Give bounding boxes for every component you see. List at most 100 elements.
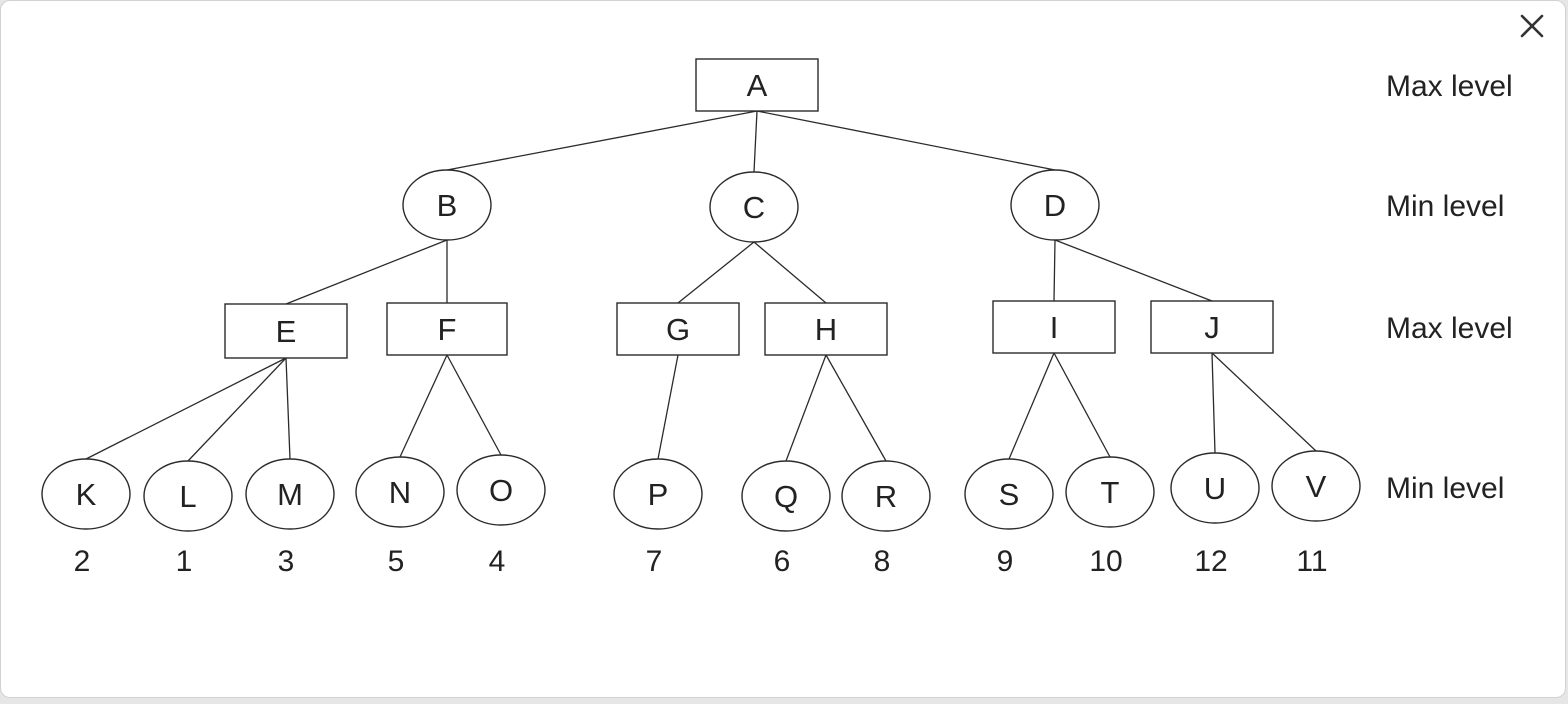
node-label-e: E [276, 314, 297, 349]
leaf-value-v: 11 [1296, 545, 1327, 578]
leaf-value-u: 12 [1194, 545, 1227, 578]
node-ellipse-k [41, 458, 131, 530]
edge-d-j [1054, 239, 1213, 302]
node-u: U [1170, 452, 1260, 524]
leaf-value-l: 1 [176, 545, 193, 578]
node-e: E [224, 303, 348, 359]
node-label-i: I [1050, 310, 1059, 345]
node-ellipse-u [1170, 452, 1260, 524]
node-b: B [402, 169, 492, 241]
node-t: T [1065, 456, 1155, 528]
level-label-3: Max level [1386, 312, 1513, 345]
node-q: Q [741, 460, 831, 532]
edge-g-p [657, 354, 679, 460]
level-label-4: Min level [1386, 472, 1504, 505]
node-label-h: H [815, 312, 837, 347]
node-box-a [695, 58, 819, 112]
node-k: K [41, 458, 131, 530]
node-m: M [245, 458, 335, 530]
node-label-r: R [875, 479, 897, 514]
node-p: P [613, 458, 703, 530]
edge-i-t [1053, 352, 1111, 458]
leaf-value-p: 7 [646, 545, 663, 578]
node-label-v: V [1306, 469, 1327, 504]
node-label-l: L [179, 479, 196, 514]
node-ellipse-r [841, 460, 931, 532]
node-v: V [1271, 450, 1361, 522]
leaf-value-t: 10 [1089, 545, 1122, 578]
node-a: A [695, 58, 819, 112]
node-i: I [992, 300, 1116, 354]
node-label-p: P [648, 477, 669, 512]
node-ellipse-l [143, 460, 233, 532]
node-ellipse-o [456, 454, 546, 526]
node-ellipse-q [741, 460, 831, 532]
edge-c-g [677, 241, 755, 304]
node-ellipse-n [355, 456, 445, 528]
node-j: J [1150, 300, 1274, 354]
node-o: O [456, 454, 546, 526]
node-d: D [1010, 169, 1100, 241]
node-s: S [964, 458, 1054, 530]
node-label-f: F [438, 312, 457, 347]
node-label-n: N [389, 475, 411, 510]
edge-e-k [85, 357, 287, 460]
node-ellipse-b [402, 169, 492, 241]
node-box-j [1150, 300, 1274, 354]
node-g: G [616, 302, 740, 356]
close-button[interactable] [1514, 8, 1550, 44]
node-f: F [386, 302, 508, 356]
node-label-j: J [1204, 310, 1220, 345]
node-label-s: S [999, 477, 1020, 512]
edge-j-v [1211, 352, 1317, 452]
edge-i-s [1008, 352, 1055, 460]
node-ellipse-t [1065, 456, 1155, 528]
edge-j-u [1211, 352, 1216, 454]
edges-layer [85, 110, 1317, 462]
node-label-a: A [747, 68, 768, 103]
node-box-f [386, 302, 508, 356]
node-h: H [764, 302, 888, 356]
edge-a-c [753, 110, 758, 173]
node-ellipse-c [709, 171, 799, 243]
node-label-g: G [666, 312, 690, 347]
node-c: C [709, 171, 799, 243]
node-n: N [355, 456, 445, 528]
edge-a-b [446, 110, 758, 171]
node-box-i [992, 300, 1116, 354]
node-label-q: Q [774, 479, 798, 514]
node-ellipse-m [245, 458, 335, 530]
node-ellipse-d [1010, 169, 1100, 241]
node-ellipse-v [1271, 450, 1361, 522]
node-r: R [841, 460, 931, 532]
node-label-t: T [1101, 475, 1120, 510]
edge-f-o [446, 354, 502, 456]
close-icon [1520, 14, 1544, 38]
node-label-u: U [1204, 471, 1226, 506]
node-label-o: O [489, 473, 513, 508]
leaf-value-m: 3 [278, 545, 295, 578]
edge-h-r [825, 354, 887, 462]
edge-d-i [1053, 239, 1056, 302]
node-label-d: D [1044, 188, 1066, 223]
leaf-value-o: 4 [489, 545, 506, 578]
node-box-g [616, 302, 740, 356]
edge-e-l [187, 357, 287, 462]
node-l: L [143, 460, 233, 532]
leaf-value-s: 9 [997, 545, 1014, 578]
edge-e-m [285, 357, 291, 460]
node-box-h [764, 302, 888, 356]
nodes-layer: A B C D E F G H I J K L M N O P Q R S T U V [41, 58, 1361, 532]
node-label-c: C [743, 190, 765, 225]
leaf-value-k: 2 [74, 545, 91, 578]
node-ellipse-p [613, 458, 703, 530]
node-ellipse-s [964, 458, 1054, 530]
edge-f-n [399, 354, 448, 458]
level-label-1: Max level [1386, 70, 1513, 103]
node-label-k: K [76, 477, 97, 512]
edge-b-e [285, 239, 448, 305]
edge-a-d [756, 110, 1056, 171]
edge-h-q [785, 354, 827, 462]
